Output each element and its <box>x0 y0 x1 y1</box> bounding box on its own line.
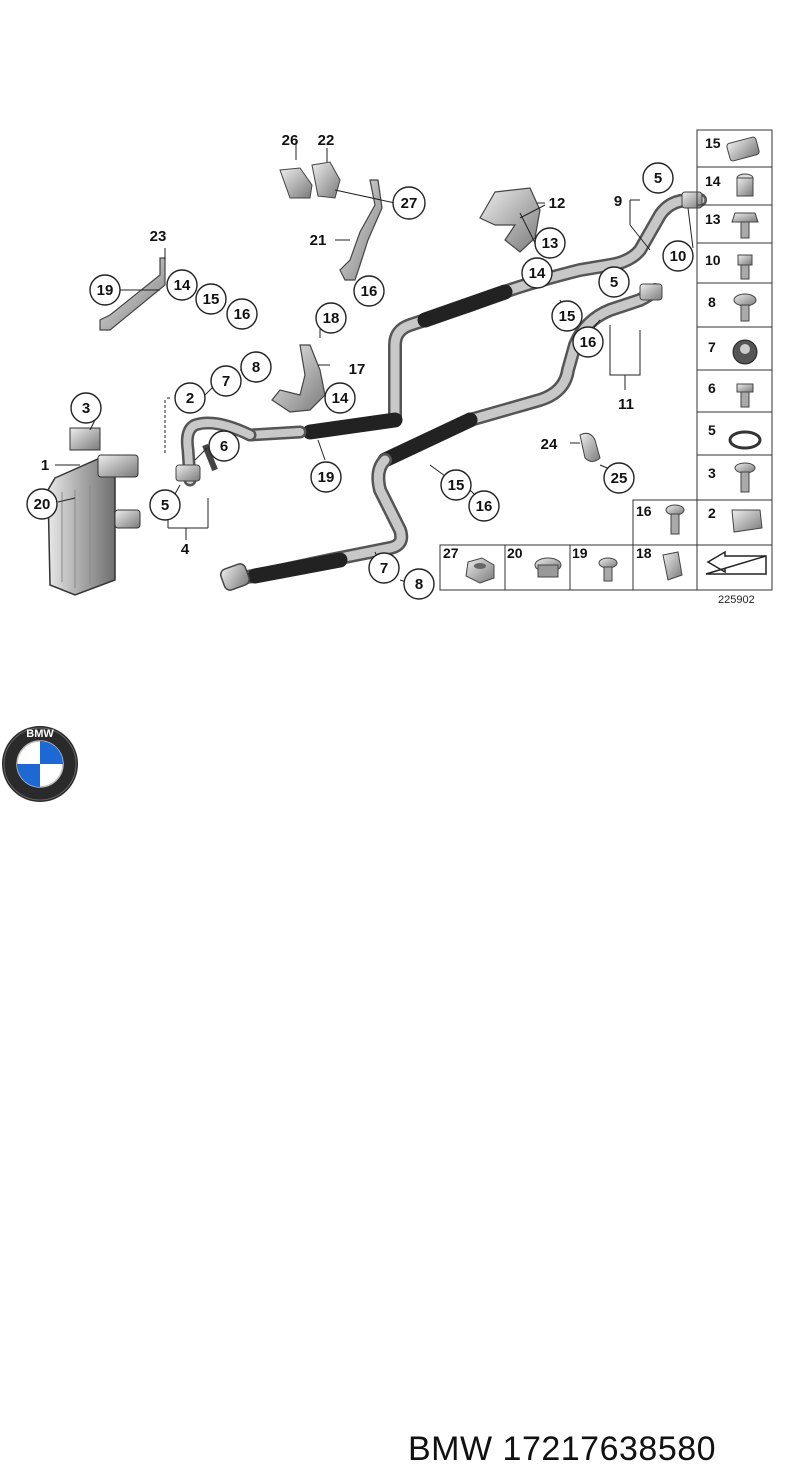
callout-8-lower: 8 <box>415 576 423 593</box>
callout-3: 3 <box>82 400 90 417</box>
part-number: 17217638580 <box>502 1430 717 1468</box>
legend-8-label: 8 <box>708 294 716 310</box>
legend-27-nut-icon <box>465 557 495 584</box>
legend-20-grommet-icon <box>534 557 562 578</box>
legend-6-label: 6 <box>708 380 716 396</box>
legend-3-label: 3 <box>708 465 716 481</box>
callout-7-lower: 7 <box>380 560 388 577</box>
callout-20: 20 <box>34 496 51 513</box>
hose-upper-rubber <box>417 284 513 328</box>
callout-2: 2 <box>186 390 194 407</box>
bmw-logo-letters: BMW <box>26 728 54 740</box>
callout-10: 10 <box>670 248 687 265</box>
label-22: 22 <box>318 132 335 149</box>
hose-lower-rubber <box>247 552 348 584</box>
legend-14-grommet-icon <box>736 173 754 197</box>
callout-16-left: 16 <box>234 306 251 323</box>
clip-24 <box>579 432 601 462</box>
label-17: 17 <box>349 361 366 378</box>
pipe-14 <box>302 412 403 440</box>
label-26: 26 <box>282 132 299 149</box>
legend-10-bolt-icon <box>737 254 753 280</box>
callout-19-middle: 19 <box>318 469 335 486</box>
label-12: 12 <box>549 195 566 212</box>
callout-16-right: 16 <box>580 334 597 351</box>
oil-cooler <box>47 427 141 596</box>
callout-7-upper: 7 <box>222 373 230 390</box>
callout-6: 6 <box>220 438 228 455</box>
legend-7-label: 7 <box>708 339 716 355</box>
label-24: 24 <box>541 436 558 453</box>
footer: BMW BMW 17217638580 <box>0 690 800 1468</box>
callout-8-upper: 8 <box>252 359 260 376</box>
callout-5-middle: 5 <box>610 274 618 291</box>
label-21: 21 <box>310 232 327 249</box>
legend-14-label: 14 <box>705 173 721 189</box>
callout-14-left: 14 <box>174 277 191 294</box>
legend-7-bushing-icon <box>732 339 758 365</box>
legend-18-nut-icon <box>662 551 683 581</box>
bracket-17 <box>271 344 326 413</box>
callout-labels: 3 20 5 6 2 7 8 19 14 15 16 27 16 18 14 1… <box>34 132 687 593</box>
callout-13: 13 <box>542 235 559 252</box>
hose-middle-rubber <box>377 412 478 468</box>
callout-18: 18 <box>323 310 340 327</box>
bracket-12 <box>479 187 541 253</box>
pipe-assembly <box>175 191 707 591</box>
label-1: 1 <box>41 457 49 474</box>
legend-8-screw-icon <box>733 293 757 322</box>
label-4: 4 <box>181 541 190 558</box>
callout-16-lower: 16 <box>476 498 493 515</box>
callout-5-upper: 5 <box>654 170 662 187</box>
legend-2-label: 2 <box>708 505 716 521</box>
legend-18-label: 18 <box>636 545 652 561</box>
legend-27-label: 27 <box>443 545 459 561</box>
orientation-arrow-icon <box>705 550 767 575</box>
legend-19-screw-icon <box>598 557 618 582</box>
parts-diagram: 15 14 13 10 8 7 6 5 3 2 27 20 1 <box>26 129 773 606</box>
bracket-23 <box>99 257 166 331</box>
legend-5-label: 5 <box>708 422 716 438</box>
callout-5-cooler: 5 <box>161 497 169 514</box>
legend-16-label: 16 <box>636 503 652 519</box>
callout-27: 27 <box>401 195 418 212</box>
legend-3-screw-icon <box>734 462 756 493</box>
legend-16-screw-icon <box>665 504 685 535</box>
legend-15-clip-icon <box>726 136 760 162</box>
brand-name: BMW <box>408 1430 493 1468</box>
callout-15-right: 15 <box>559 308 576 325</box>
bmw-logo: BMW <box>2 726 78 802</box>
legend-10-label: 10 <box>705 252 721 268</box>
callout-14-middle: 14 <box>332 390 349 407</box>
legend-5-oring-icon <box>728 430 762 450</box>
label-11: 11 <box>618 396 634 413</box>
callout-14-right: 14 <box>529 265 546 282</box>
diagram-reference-number: 225902 <box>718 594 755 606</box>
callout-19-left: 19 <box>97 282 114 299</box>
legend-20-label: 20 <box>507 545 523 561</box>
legend-13-label: 13 <box>705 211 721 227</box>
legend-6-bolt-icon <box>736 383 754 408</box>
label-9: 9 <box>614 193 622 210</box>
legend-15-label: 15 <box>705 135 721 151</box>
legend-13-bolt-icon <box>731 212 759 239</box>
callout-25: 25 <box>611 470 628 487</box>
callouts <box>26 162 694 600</box>
legend-bottom-row: 27 20 19 18 16 225902 <box>439 499 755 606</box>
legend-2-nut-clip-icon <box>731 509 763 533</box>
callout-16-bracket: 16 <box>361 283 378 300</box>
legend-19-label: 19 <box>572 545 588 561</box>
brand-part-number-text: BMW 17217638580 <box>408 1430 716 1469</box>
label-23: 23 <box>150 228 167 245</box>
bracket-21 <box>279 161 383 281</box>
callout-15-lower: 15 <box>448 477 465 494</box>
legend-right-column: 15 14 13 10 8 7 6 5 3 2 <box>696 129 773 591</box>
callout-15-left: 15 <box>203 291 220 308</box>
